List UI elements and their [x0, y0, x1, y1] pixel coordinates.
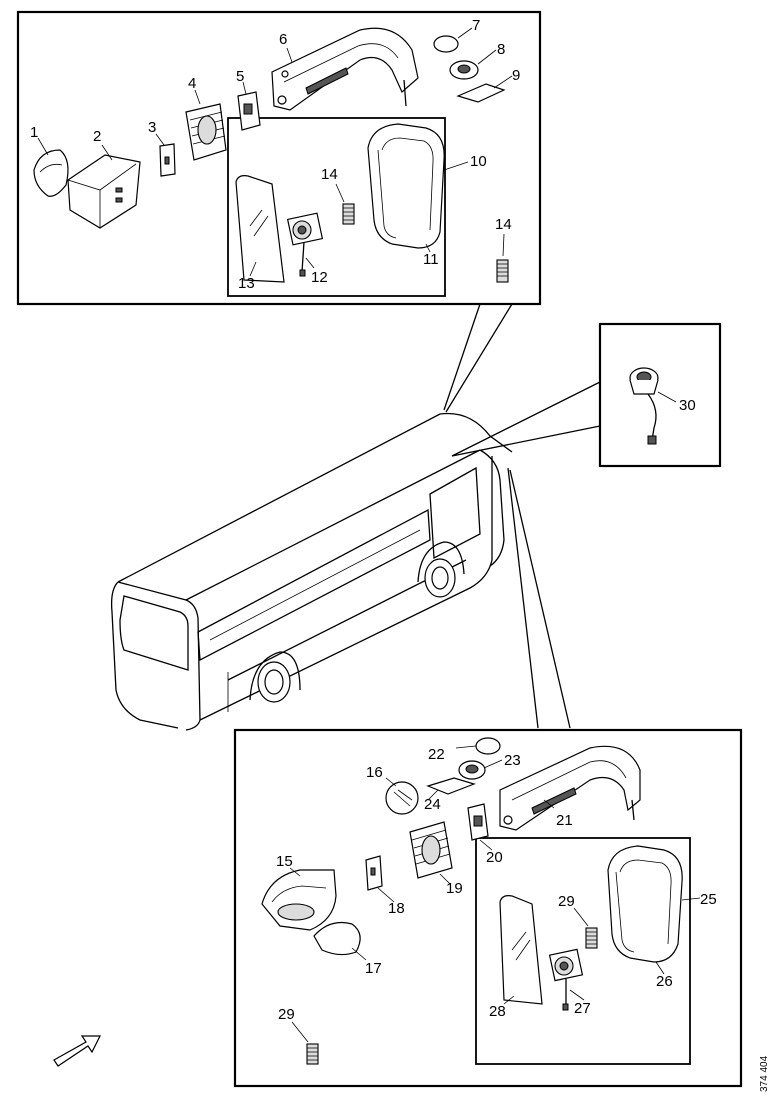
part-30-sensor	[629, 367, 677, 445]
top-detail-frame	[16, 10, 542, 306]
part-16-disc	[385, 781, 419, 815]
part-15-arm-housing	[261, 869, 337, 931]
top-leader-lines	[37, 27, 513, 277]
label-part-20: 20	[486, 849, 503, 866]
reference-code: 374 404	[759, 1055, 770, 1092]
bus-body	[110, 412, 513, 731]
label-part-13: 13	[238, 275, 255, 292]
part-26-mirror-head	[607, 845, 683, 963]
label-part-25: 25	[700, 891, 717, 908]
part-24-gasket	[426, 777, 476, 795]
part-18-plate	[365, 855, 383, 891]
part-27-motor	[548, 948, 584, 1011]
label-part-30: 30	[679, 397, 696, 414]
part-14-spring-inner	[342, 203, 355, 225]
part-19-rubber-boot	[409, 821, 453, 879]
label-part-7: 7	[472, 17, 480, 34]
callout-lines	[443, 303, 601, 729]
part-7-disc	[433, 35, 459, 53]
label-part-18: 18	[388, 900, 405, 917]
bottom-detail-frame	[233, 728, 743, 1088]
part-1-cover-cap	[33, 149, 69, 197]
label-part-9: 9	[512, 67, 520, 84]
part-8-grommet	[449, 60, 479, 80]
part-labels: 1 2 3 4 5 6 7 8 9 10 11 12 13 14 14 15 1…	[30, 17, 717, 1023]
part-12-motor	[286, 212, 324, 277]
part-6-mirror-arm	[271, 27, 419, 111]
part-5-clip	[237, 91, 261, 131]
label-part-22: 22	[428, 746, 445, 763]
bottom-leader-lines	[289, 745, 701, 1043]
part-23-grommet	[458, 760, 486, 780]
label-part-16: 16	[366, 764, 383, 781]
top-mirror-head-subframe	[227, 117, 446, 297]
part-4-rubber-boot	[185, 103, 227, 161]
part-10-mirror-head	[367, 123, 445, 249]
label-part-2: 2	[93, 128, 101, 145]
label-part-21: 21	[556, 812, 573, 829]
direction-arrow-icon	[53, 1035, 101, 1067]
part-13-mirror-glass	[235, 175, 285, 283]
label-part-3: 3	[148, 119, 156, 136]
part-29-spring-outer	[306, 1043, 319, 1065]
part-3-plate	[159, 143, 176, 177]
part-9-gasket	[456, 83, 506, 103]
label-part-17: 17	[365, 960, 382, 977]
part-14-spring-outer	[496, 259, 509, 283]
label-part-6: 6	[279, 31, 287, 48]
label-part-15: 15	[276, 853, 293, 870]
label-part-29-outer: 29	[278, 1006, 295, 1023]
label-part-5: 5	[236, 68, 244, 85]
label-part-27: 27	[574, 1000, 591, 1017]
sensor-detail-frame	[598, 322, 722, 468]
part-28-mirror-glass	[499, 895, 543, 1005]
label-part-10: 10	[470, 153, 487, 170]
label-part-19: 19	[446, 880, 463, 897]
bus-rear-wheel	[249, 651, 301, 703]
part-17-cover-cap	[313, 921, 361, 956]
label-part-8: 8	[497, 41, 505, 58]
label-part-1: 1	[30, 124, 38, 141]
part-21-mirror-arm	[499, 745, 641, 831]
part-22-disc	[475, 737, 501, 755]
label-part-11: 11	[423, 251, 439, 268]
bottom-mirror-head-subframe	[475, 837, 691, 1065]
label-part-12: 12	[311, 269, 328, 286]
label-part-24: 24	[424, 796, 441, 813]
label-part-4: 4	[188, 75, 196, 92]
label-part-14-outer: 14	[495, 216, 512, 233]
label-part-23: 23	[504, 752, 521, 769]
part-2-arm-housing	[67, 154, 141, 229]
label-part-28: 28	[489, 1003, 506, 1020]
label-part-29-inner: 29	[558, 893, 575, 910]
part-20-clip	[467, 803, 489, 841]
label-part-26: 26	[656, 973, 673, 990]
part-29-spring-inner	[585, 927, 598, 949]
bus-front-wheel	[417, 541, 465, 598]
label-part-14-inner: 14	[321, 166, 338, 183]
